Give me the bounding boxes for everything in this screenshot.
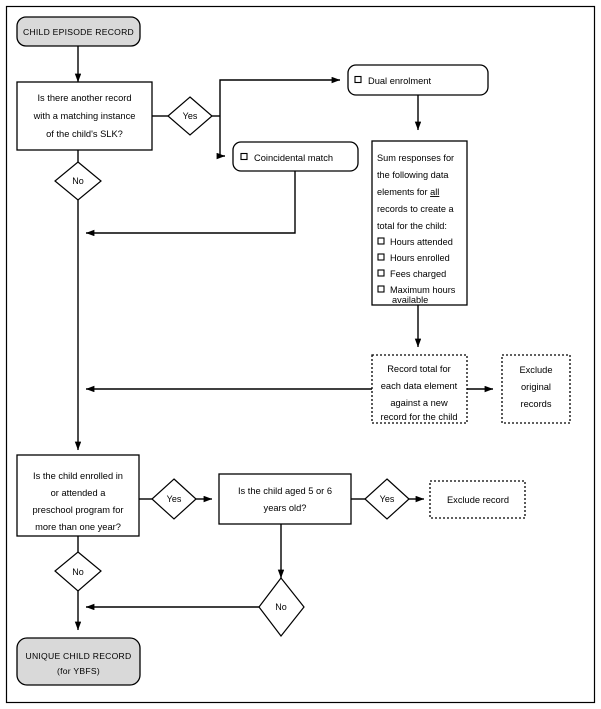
coincidental-match-checkbox-icon [240,152,248,161]
sum-item-4: Maximum hours [390,285,456,295]
decision3-no-label: No [275,602,287,612]
node-start-terminal[interactable] [16,16,141,47]
decision1-no-label: No [72,176,84,186]
node-exclude-record[interactable] [429,480,526,519]
decision3-yes-label: Yes [380,494,395,504]
record-total-line1: Record total for [387,364,451,374]
dual-enrolment-label: Dual enrolment [368,76,431,86]
node-dual-enrolment[interactable] [347,64,489,96]
sum-responses-line4: records to create a [377,204,454,214]
sum-responses-line2: the following data [377,170,449,180]
node-end-terminal[interactable] [16,637,141,686]
record-total-line3: against a new [390,398,448,408]
node-decision2-box[interactable] [16,454,140,537]
sum-item-4-cont: available [392,295,428,305]
sum-item-1: Hours attended [390,237,453,247]
decision2-line3: preschool program for [33,505,124,515]
end-terminal-line2: (for YBFS) [57,666,100,676]
sum-responses-line3a: elements for [377,187,430,197]
decision2-no-label: No [72,567,84,577]
decision2-line1: Is the child enrolled in [33,471,123,481]
node-record-total[interactable] [371,354,468,424]
dual-enrolment-checkbox-icon [354,75,362,84]
record-total-line4: record for the child [381,412,458,422]
exclude-original-line1: Exclude [519,365,552,375]
sum-responses-line3b: all [430,187,439,197]
node-decision3-no-diamond[interactable] [258,577,305,637]
node-coincidental-match[interactable] [232,141,359,172]
sum-responses-line1: Sum responses for [377,153,454,163]
node-decision1-yes-diamond[interactable] [167,96,213,136]
sum-item-4-checkbox-icon [377,285,385,293]
diagram-border [5,5,596,704]
record-total-line2: each data element [381,381,458,391]
decision2-yes-label: Yes [167,494,182,504]
decision1-line2: with a matching instance [33,111,136,121]
end-terminal-line1: UNIQUE CHILD RECORD [26,651,132,661]
start-terminal-label: CHILD EPISODE RECORD [23,27,134,37]
sum-responses-line3: elements for all [377,187,439,197]
decision1-yes-label: Yes [183,111,198,121]
sum-item-2-checkbox-icon [377,253,385,261]
sum-item-2: Hours enrolled [390,253,450,263]
node-decision1-box[interactable] [16,81,153,151]
decision2-line2: or attended a [51,488,107,498]
connector-coincidental-to-spine [85,170,296,237]
node-decision2-no-diamond[interactable] [54,551,102,592]
connector-bus-to-dual-enrolment [219,76,341,116]
decision3-line2: years old? [264,503,307,513]
decision1-line1: Is there another record [37,93,131,103]
node-exclude-original-records[interactable] [501,354,571,424]
coincidental-match-label: Coincidental match [254,153,333,163]
sum-item-1-checkbox-icon [377,237,385,245]
connector-bus-to-coincidental-match [216,116,226,160]
decision1-line3: of the child's SLK? [46,129,123,139]
node-decision1-no-diamond[interactable] [54,161,102,201]
node-sum-responses[interactable] [371,140,468,306]
decision3-line1: Is the child aged 5 or 6 [238,486,332,496]
node-decision2-yes-diamond[interactable] [151,478,197,520]
sum-item-3-checkbox-icon [377,269,385,277]
exclude-record-label: Exclude record [447,495,509,505]
sum-responses-line5: total for the child: [377,221,447,231]
decision2-line4: more than one year? [35,522,121,532]
node-decision3-yes-diamond[interactable] [364,478,410,520]
sum-item-3: Fees charged [390,269,446,279]
exclude-original-line3: records [520,399,551,409]
node-decision3-box[interactable] [218,473,352,525]
exclude-original-line2: original [521,382,551,392]
